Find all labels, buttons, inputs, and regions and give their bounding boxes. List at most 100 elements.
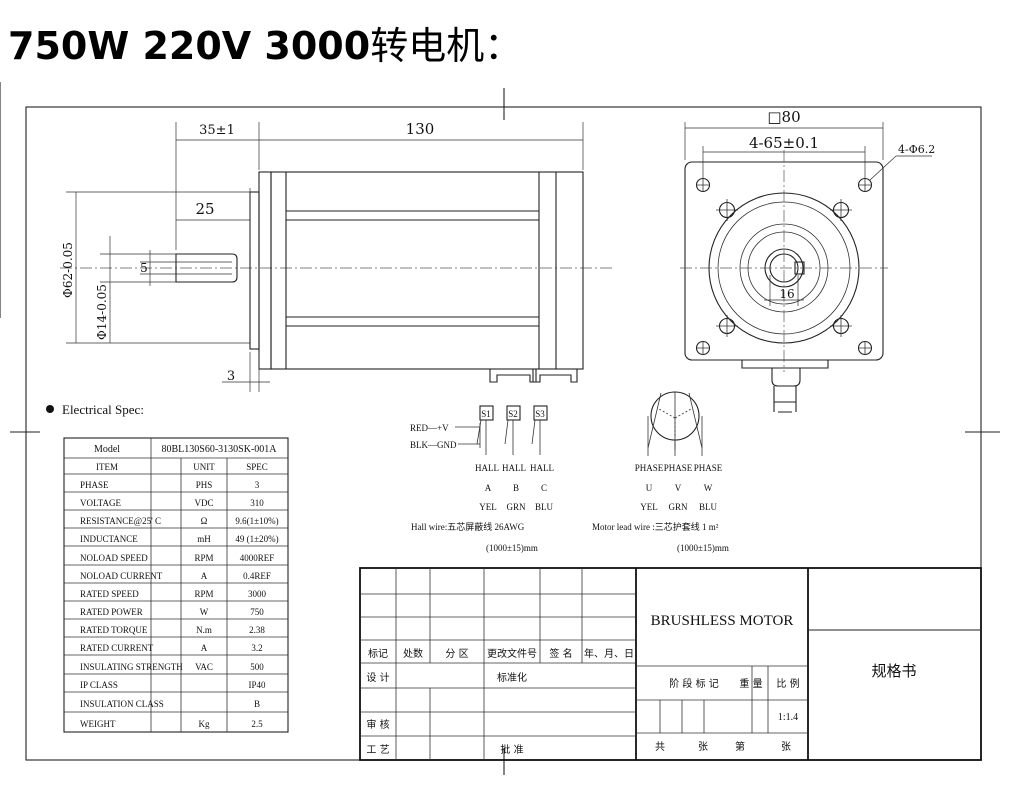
spec-table: Model 80BL130S60-3130SK-001A ITEM UNIT S… bbox=[63, 437, 289, 733]
front-view bbox=[680, 150, 888, 413]
spec-row-10-item: INSULATING STRENGTH bbox=[80, 662, 183, 672]
motor-lead-wire-length: (1000±15)mm bbox=[677, 543, 729, 553]
spec-row-8-unit: N.m bbox=[196, 625, 212, 635]
tb-scale: 比 例 bbox=[776, 677, 799, 690]
spec-row-8-spec: 2.38 bbox=[249, 625, 265, 635]
hall-color-c: BLU bbox=[535, 502, 554, 512]
spec-row-6-unit: RPM bbox=[194, 589, 213, 599]
spec-row-1-spec: 310 bbox=[250, 498, 264, 508]
spec-row-13-spec: 2.5 bbox=[251, 719, 263, 729]
spec-row-6-item: RATED SPEED bbox=[80, 589, 139, 599]
dim-62: Φ62-0.05 bbox=[61, 242, 75, 298]
phase-v: V bbox=[675, 483, 682, 493]
spec-row-8-item: RATED TORQUE bbox=[80, 625, 148, 635]
spec-row-2-spec: 9.6(1±10%) bbox=[235, 516, 278, 526]
spec-row-4-unit: RPM bbox=[194, 553, 213, 563]
spec-row-10-unit: VAC bbox=[195, 662, 213, 672]
spec-row-13-item: WEIGHT bbox=[80, 719, 116, 729]
spec-col-unit: UNIT bbox=[193, 462, 215, 472]
spec-row-10-spec: 500 bbox=[250, 662, 264, 672]
rev-header-doc-no: 更改文件号 bbox=[487, 647, 537, 660]
spec-row-3-spec: 49 (1±20%) bbox=[235, 534, 278, 544]
spec-row-9-spec: 3.2 bbox=[251, 643, 262, 653]
phase-u: U bbox=[646, 483, 653, 493]
dim-5: 5 bbox=[140, 261, 148, 275]
dim-62-hole: 4-Φ6.2 bbox=[898, 143, 935, 156]
spec-row-13-unit: Kg bbox=[199, 719, 210, 729]
spec-row-12-spec: B bbox=[254, 699, 260, 709]
hall-phase-c: C bbox=[541, 483, 547, 493]
hall-sensor-s3: S3 bbox=[535, 409, 545, 419]
dim-25: 25 bbox=[195, 200, 214, 218]
tb-scale-value: 1:1.4 bbox=[778, 712, 798, 723]
spec-row-4-item: NOLOAD SPEED bbox=[80, 553, 148, 563]
hall-label-c: HALL bbox=[530, 463, 554, 473]
tb-review: 审 核 bbox=[366, 718, 389, 731]
spec-row-0-item: PHASE bbox=[80, 480, 109, 490]
phase-color-u: YEL bbox=[640, 502, 658, 512]
hall-sensor-s2: S2 bbox=[508, 409, 518, 419]
spec-row-2-item: RESISTANCE@25' C bbox=[80, 516, 161, 526]
hall-phase-b: B bbox=[513, 483, 519, 493]
side-view bbox=[60, 171, 612, 383]
title-block: BRUSHLESS MOTOR 规格书 标记 处数 分 区 更改文件号 签 名 … bbox=[359, 567, 982, 761]
hall-wiring: RED—+V BLK—GND S1 S2 S3 HALL HALL HALL A… bbox=[410, 405, 554, 553]
spec-model-label: Model bbox=[94, 444, 120, 455]
rev-header-mark: 标记 bbox=[368, 648, 388, 660]
hall-phase-a: A bbox=[485, 483, 492, 493]
spec-row-1-item: VOLTAGE bbox=[80, 498, 121, 508]
motor-lead-wire-spec: Motor lead wire :三芯护套线 1 m² bbox=[592, 521, 719, 532]
tb-weight: 重 量 bbox=[739, 677, 762, 690]
spec-row-7-item: RATED POWER bbox=[80, 607, 143, 617]
headline: 750W 220V 3000转电机： bbox=[8, 22, 522, 70]
spec-col-item: ITEM bbox=[96, 462, 118, 472]
hall-wire-spec: Hall wire:五芯屏蔽线 26AWG bbox=[411, 521, 525, 532]
hall-red-wire: RED—+V bbox=[410, 423, 449, 433]
tb-approve: 批 准 bbox=[500, 743, 523, 756]
spec-row-3-unit: mH bbox=[197, 534, 211, 544]
spec-row-5-unit: A bbox=[201, 571, 208, 581]
tb-stage: 阶 段 标 记 bbox=[669, 677, 719, 690]
spec-row-12-item: INSULATION CLASS bbox=[80, 699, 164, 709]
phase-color-v: GRN bbox=[668, 502, 688, 512]
dim-80: □80 bbox=[767, 108, 800, 126]
phase-label-u: PHASE bbox=[635, 463, 664, 473]
spec-row-5-spec: 0.4REF bbox=[243, 571, 271, 581]
title-doc-type: 规格书 bbox=[871, 662, 916, 680]
spec-row-0-spec: 3 bbox=[255, 480, 260, 490]
spec-heading: Electrical Spec: bbox=[62, 402, 144, 417]
hall-label-b: HALL bbox=[502, 463, 526, 473]
spec-row-2-unit: Ω bbox=[201, 516, 208, 526]
spec-row-11-spec: IP40 bbox=[248, 680, 266, 690]
spec-row-11-item: IP CLASS bbox=[80, 680, 118, 690]
headline-rating: 750W 220V 3000 bbox=[8, 24, 371, 68]
spec-row-5-item: NOLOAD CURRENT bbox=[80, 571, 163, 581]
hall-sensor-s1: S1 bbox=[481, 409, 491, 419]
tb-sheets-total-unit: 张 bbox=[698, 741, 708, 753]
hall-label-a: HALL bbox=[475, 463, 499, 473]
side-view-dimensions: 35±1 130 25 Φ62-0.05 Φ14-0.05 5 3 bbox=[61, 120, 584, 392]
hall-color-a: YEL bbox=[479, 502, 497, 512]
dim-16: 16 bbox=[779, 287, 794, 301]
title-product: BRUSHLESS MOTOR bbox=[651, 613, 794, 629]
tb-design: 设 计 bbox=[366, 671, 389, 684]
rev-header-count: 处数 bbox=[403, 647, 423, 660]
phase-color-w: BLU bbox=[699, 502, 718, 512]
spec-row-9-item: RATED CURRENT bbox=[80, 643, 154, 653]
spec-model-value: 80BL130S60-3130SK-001A bbox=[161, 444, 277, 455]
spec-row-4-spec: 4000REF bbox=[240, 553, 275, 563]
headline-motor-type: 转电机： bbox=[370, 24, 523, 68]
spec-row-1-unit: VDC bbox=[194, 498, 213, 508]
phase-label-w: PHASE bbox=[694, 463, 723, 473]
phase-w: W bbox=[704, 483, 713, 493]
tb-sheet-no-unit: 张 bbox=[781, 741, 791, 753]
phase-label-v: PHASE bbox=[664, 463, 693, 473]
dim-130: 130 bbox=[406, 120, 435, 138]
hall-wire-length: (1000±15)mm bbox=[486, 543, 538, 553]
spec-row-0-unit: PHS bbox=[196, 480, 213, 490]
spec-row-9-unit: A bbox=[201, 643, 208, 653]
rev-header-signature: 签 名 bbox=[549, 647, 572, 660]
dim-14: Φ14-0.05 bbox=[95, 284, 109, 340]
spec-col-spec: SPEC bbox=[246, 462, 268, 472]
